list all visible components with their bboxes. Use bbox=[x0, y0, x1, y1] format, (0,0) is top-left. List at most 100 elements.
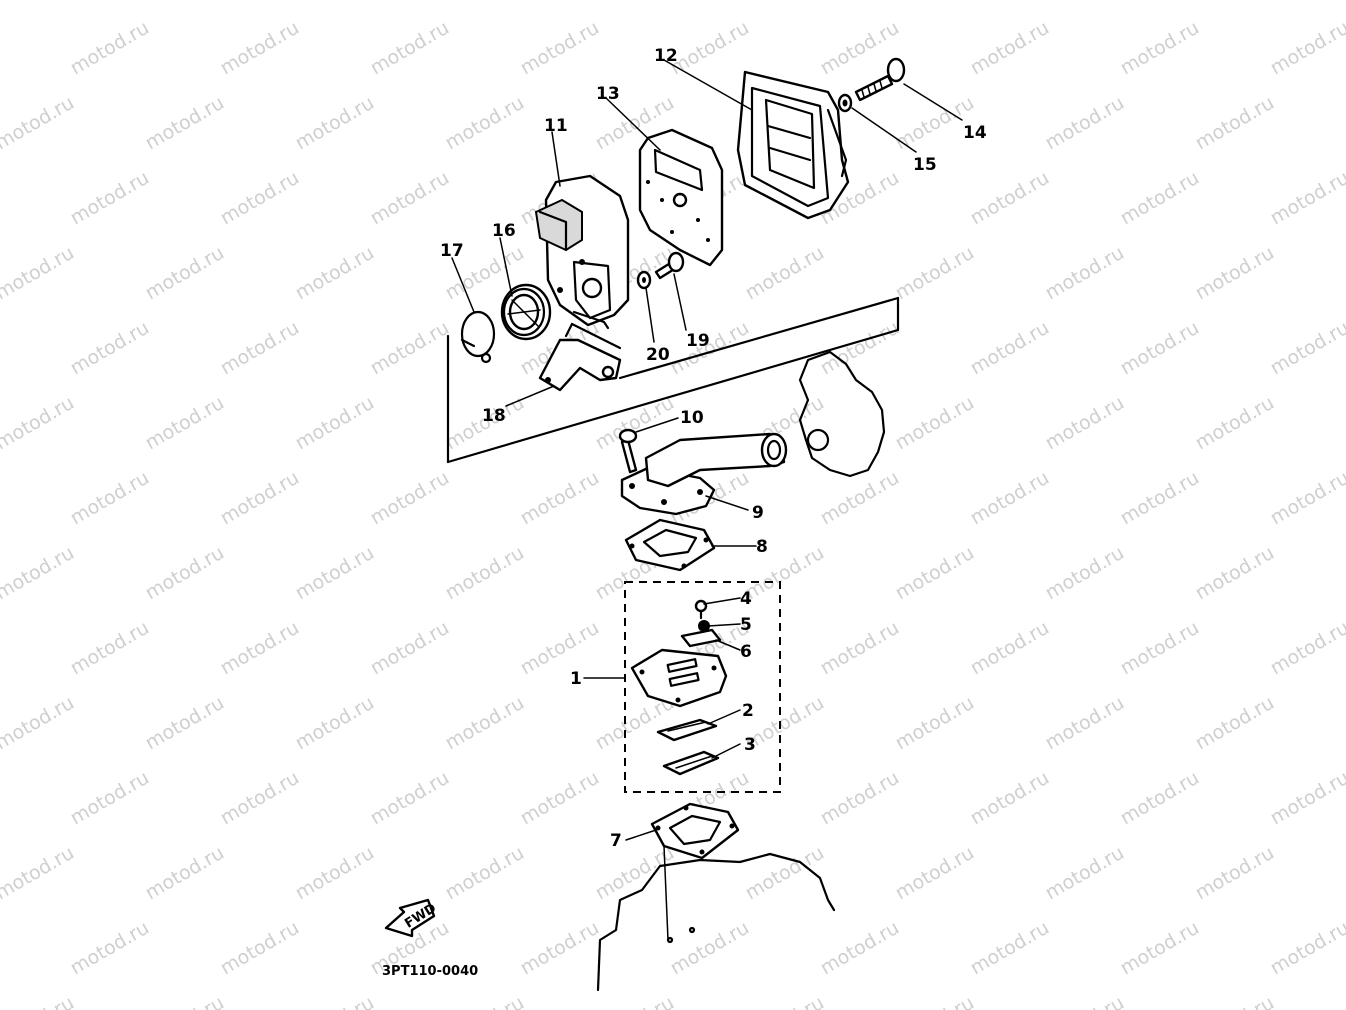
watermark-text: motod.ru bbox=[142, 542, 228, 605]
part-14-bolt bbox=[854, 57, 906, 102]
watermark-text: motod.ru bbox=[142, 92, 228, 155]
watermark-text: motod.ru bbox=[0, 392, 78, 455]
watermark-text: motod.ru bbox=[367, 167, 453, 230]
part-3-reed bbox=[662, 750, 720, 776]
watermark-text: motod.ru bbox=[442, 92, 528, 155]
watermark-text: motod.ru bbox=[1267, 617, 1346, 680]
watermark-text: motod.ru bbox=[967, 317, 1053, 380]
watermark-text: motod.ru bbox=[1042, 92, 1128, 155]
watermark-text: motod.ru bbox=[1117, 167, 1203, 230]
watermark-text: motod.ru bbox=[742, 992, 828, 1010]
watermark-text: motod.ru bbox=[0, 617, 3, 680]
watermark-text: motod.ru bbox=[1267, 17, 1346, 80]
callout-19: 19 bbox=[686, 331, 710, 351]
part-19-screw bbox=[654, 251, 685, 280]
part-1-reed-valve bbox=[630, 648, 728, 708]
callout-3: 3 bbox=[744, 735, 756, 755]
callout-9: 9 bbox=[752, 503, 764, 523]
callout-7: 7 bbox=[610, 831, 622, 851]
part-8-gasket bbox=[624, 518, 716, 572]
watermark-text: motod.ru bbox=[217, 917, 303, 980]
watermark-text: motod.ru bbox=[892, 692, 978, 755]
watermark-text: motod.ru bbox=[817, 317, 903, 380]
watermark-text: motod.ru bbox=[1267, 167, 1346, 230]
watermark-text: motod.ru bbox=[967, 467, 1053, 530]
callout-12: 12 bbox=[654, 46, 678, 66]
watermark-text: motod.ru bbox=[292, 92, 378, 155]
watermark-text: motod.ru bbox=[1192, 0, 1278, 4]
watermark-text: motod.ru bbox=[1042, 542, 1128, 605]
watermark-text: motod.ru bbox=[1267, 917, 1346, 980]
watermark-text: motod.ru bbox=[1342, 692, 1346, 755]
watermark-text: motod.ru bbox=[292, 692, 378, 755]
watermark-text: motod.ru bbox=[892, 0, 978, 4]
callout-11: 11 bbox=[544, 116, 568, 136]
watermark-text: motod.ru bbox=[142, 0, 228, 4]
watermark-text: motod.ru bbox=[967, 617, 1053, 680]
watermark-text: motod.ru bbox=[0, 692, 78, 755]
callout-14: 14 bbox=[963, 123, 987, 143]
callout-4: 4 bbox=[740, 589, 752, 609]
watermark-text: motod.ru bbox=[817, 917, 903, 980]
watermark-text: motod.ru bbox=[142, 992, 228, 1010]
watermark-text: motod.ru bbox=[1117, 767, 1203, 830]
watermark-text: motod.ru bbox=[292, 992, 378, 1010]
callout-15: 15 bbox=[913, 155, 937, 175]
engine-outline-upper bbox=[798, 350, 886, 478]
part-6-stopper bbox=[680, 628, 722, 648]
part-10-screw bbox=[618, 428, 638, 474]
watermark-text: motod.ru bbox=[1117, 317, 1203, 380]
watermark-text: motod.ru bbox=[892, 392, 978, 455]
watermark-text: motod.ru bbox=[0, 242, 78, 305]
watermark-text: motod.ru bbox=[292, 392, 378, 455]
watermark-text: motod.ru bbox=[1267, 767, 1346, 830]
callout-6: 6 bbox=[740, 642, 752, 662]
watermark-text: motod.ru bbox=[1342, 842, 1346, 905]
callout-20: 20 bbox=[646, 345, 670, 365]
watermark-text: motod.ru bbox=[967, 767, 1053, 830]
watermark-text: motod.ru bbox=[142, 392, 228, 455]
watermark-text: motod.ru bbox=[1342, 92, 1346, 155]
part-9-manifold bbox=[620, 432, 788, 516]
watermark-text: motod.ru bbox=[892, 992, 978, 1010]
watermark-text: motod.ru bbox=[292, 542, 378, 605]
part-5-washer bbox=[698, 620, 710, 632]
watermark-text: motod.ru bbox=[1192, 842, 1278, 905]
watermark-text: motod.ru bbox=[667, 317, 753, 380]
callout-13: 13 bbox=[596, 84, 620, 104]
watermark-text: motod.ru bbox=[142, 692, 228, 755]
watermark-text: motod.ru bbox=[1267, 317, 1346, 380]
callout-2: 2 bbox=[742, 701, 754, 721]
watermark-text: motod.ru bbox=[367, 767, 453, 830]
watermark-text: motod.ru bbox=[367, 17, 453, 80]
watermark-text: motod.ru bbox=[1192, 992, 1278, 1010]
callout-17: 17 bbox=[440, 241, 464, 261]
watermark-text: motod.ru bbox=[1042, 692, 1128, 755]
callout-10: 10 bbox=[680, 408, 704, 428]
watermark-text: motod.ru bbox=[1342, 992, 1346, 1010]
part-15-washer bbox=[837, 93, 853, 113]
watermark-text: motod.ru bbox=[967, 17, 1053, 80]
watermark-text: motod.ru bbox=[1192, 92, 1278, 155]
watermark-text: motod.ru bbox=[217, 317, 303, 380]
watermark-text: motod.ru bbox=[0, 17, 3, 80]
watermark-text: motod.ru bbox=[1117, 917, 1203, 980]
leader-lines bbox=[451, 59, 963, 841]
watermark-text: motod.ru bbox=[0, 917, 3, 980]
watermark-text: motod.ru bbox=[0, 467, 3, 530]
watermark-text: motod.ru bbox=[967, 167, 1053, 230]
watermark-text: motod.ru bbox=[517, 917, 603, 980]
watermark-text: motod.ru bbox=[217, 617, 303, 680]
part-20-washer bbox=[636, 270, 652, 290]
watermark-text: motod.ru bbox=[0, 0, 78, 4]
watermark-text: motod.ru bbox=[0, 167, 3, 230]
watermark-text: motod.ru bbox=[442, 692, 528, 755]
watermark-text: motod.ru bbox=[0, 317, 3, 380]
watermark-text: motod.ru bbox=[0, 92, 78, 155]
watermark-text: motod.ru bbox=[67, 467, 153, 530]
watermark-text: motod.ru bbox=[1192, 392, 1278, 455]
callout-1: 1 bbox=[570, 669, 582, 689]
watermark-text: motod.ru bbox=[1192, 242, 1278, 305]
watermark-text: motod.ru bbox=[742, 542, 828, 605]
